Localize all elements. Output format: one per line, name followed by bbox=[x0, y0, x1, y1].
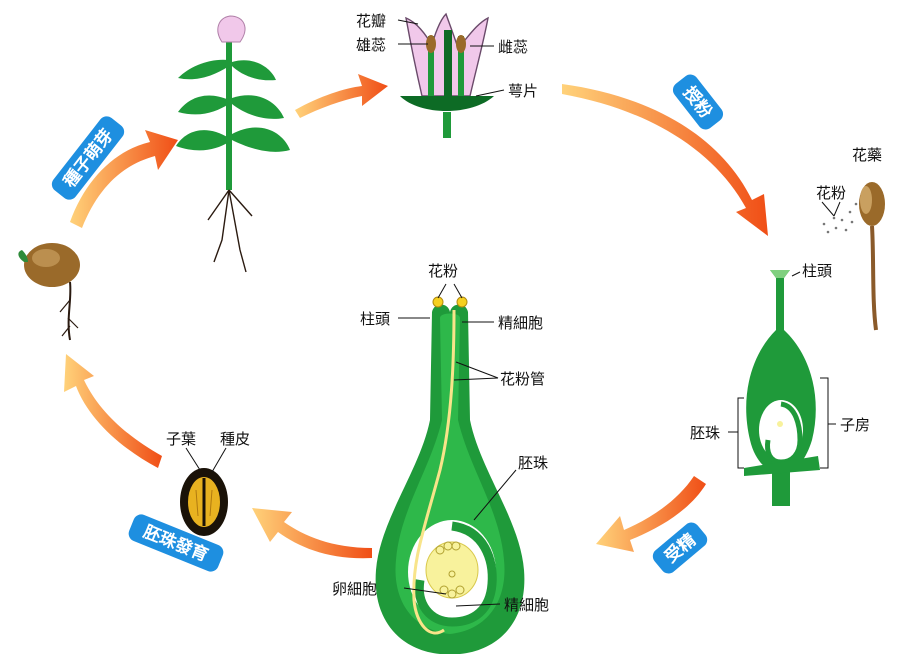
label-ovary: 子房 bbox=[840, 416, 870, 434]
arrow-pollination bbox=[562, 84, 768, 236]
label-ovule-small: 胚珠 bbox=[690, 424, 720, 442]
young-plant bbox=[176, 16, 290, 272]
germinating-seed bbox=[18, 243, 80, 340]
seed bbox=[180, 468, 228, 536]
flower bbox=[400, 14, 494, 138]
arrow-seed-return bbox=[64, 354, 162, 468]
label-stigma-small: 柱頭 bbox=[802, 262, 832, 280]
pistil-large bbox=[376, 297, 525, 654]
label-pollen-small: 花粉 bbox=[816, 184, 846, 202]
label-pollen-large: 花粉 bbox=[428, 262, 458, 280]
label-ovule-large: 胚珠 bbox=[518, 454, 548, 472]
label-sepal: 萼片 bbox=[508, 82, 538, 100]
stamen-detail bbox=[823, 182, 885, 330]
label-stamen: 雄蕊 bbox=[356, 36, 386, 54]
label-sperm-top: 精細胞 bbox=[498, 314, 543, 332]
label-cotyledon: 子葉 bbox=[166, 430, 196, 448]
badge-fertilization: 受精 bbox=[650, 519, 711, 576]
label-seed-coat: 種皮 bbox=[220, 430, 250, 448]
label-stigma-large: 柱頭 bbox=[360, 310, 390, 328]
label-pollen-tube: 花粉管 bbox=[500, 370, 545, 388]
arrow-growth bbox=[295, 74, 388, 118]
label-pistil: 雌蕊 bbox=[498, 38, 528, 56]
label-egg-cell: 卵細胞 bbox=[332, 580, 377, 598]
arrow-embryo-development bbox=[252, 508, 372, 558]
label-anther: 花藥 bbox=[852, 146, 882, 164]
pistil-small bbox=[744, 270, 820, 506]
label-petal: 花瓣 bbox=[356, 12, 386, 30]
label-sperm-bottom: 精細胞 bbox=[504, 596, 549, 614]
